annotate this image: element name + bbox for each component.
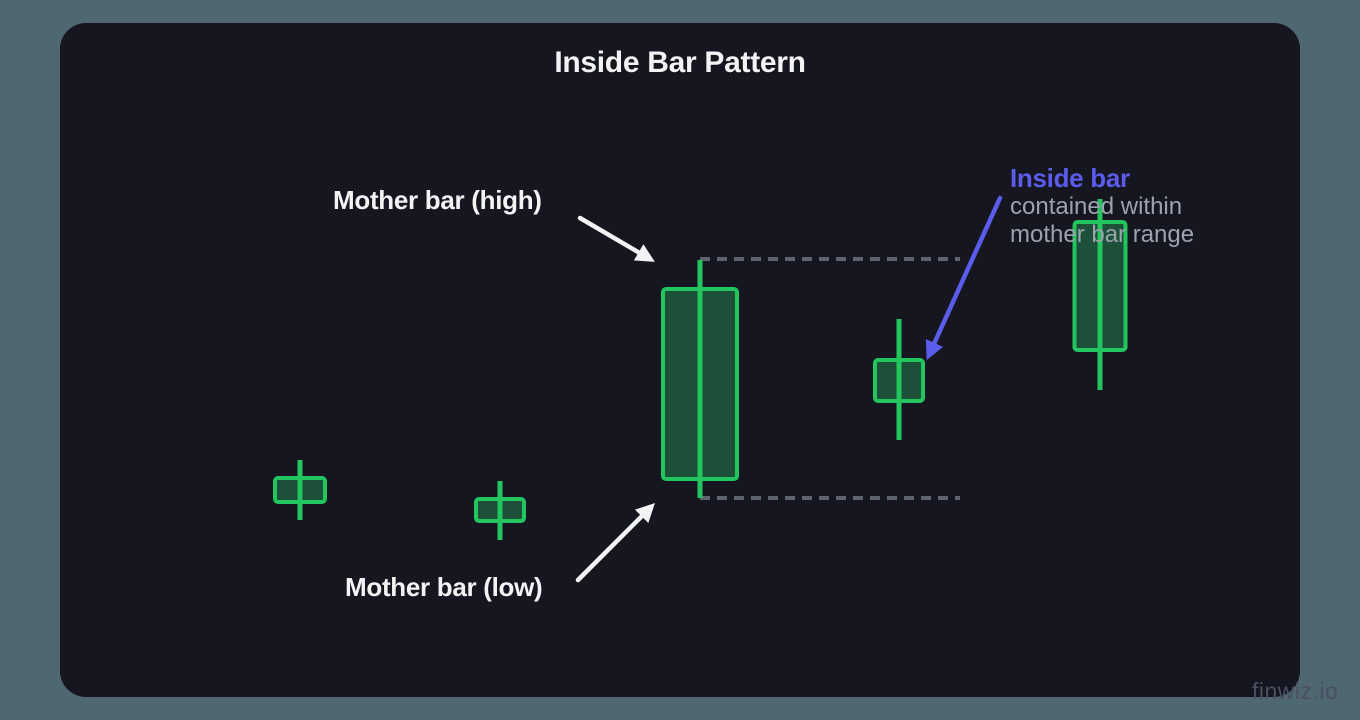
inside-bar-callout: Inside bar contained within mother bar r… — [1010, 163, 1194, 249]
inside-bar-description-line2: mother bar range — [1010, 221, 1195, 248]
inside-bar-label: Inside bar — [1010, 163, 1130, 193]
inside-bar — [873, 319, 925, 440]
mother-low-arrow — [575, 502, 656, 583]
mother-bar-low-label: Mother bar (low) — [345, 572, 543, 602]
mother-bar-high-label: Mother bar (high) — [333, 185, 542, 215]
watermark: finwiz.io — [1252, 678, 1339, 704]
inside-bar-arrow — [925, 195, 1003, 361]
mother-high-arrow — [577, 215, 655, 262]
inside-bar-description-line1: contained within — [1010, 193, 1183, 220]
candle-1 — [273, 460, 327, 520]
candle-5 — [1072, 199, 1128, 390]
mother-bar — [661, 260, 739, 498]
page-title: Inside Bar Pattern — [554, 46, 806, 79]
candle-2 — [474, 481, 526, 540]
